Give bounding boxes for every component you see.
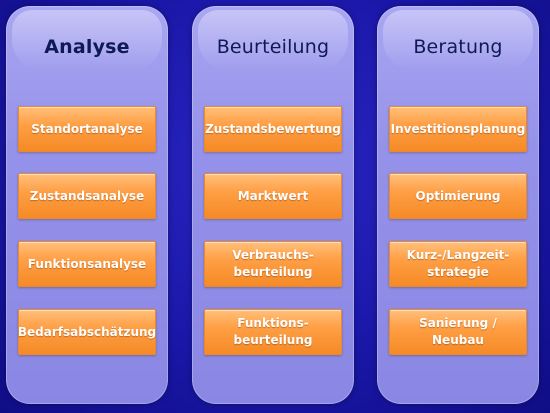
item-optimierung: Optimierung (389, 173, 527, 219)
item-bedarfsabschaetzung: Bedarfsabschätzung (18, 309, 156, 355)
item-funktionsbeurteilung: Funktions- beurteilung (204, 309, 342, 355)
item-sanierung-neubau: Sanierung / Neubau (389, 309, 527, 355)
column-title: Beratung (413, 36, 503, 58)
column-analyse: Analyse Standortanalyse Zustandsanalyse … (6, 6, 168, 404)
column-beurteilung: Beurteilung Zustandsbewertung Marktwert … (192, 6, 354, 404)
item-standortanalyse: Standortanalyse (18, 106, 156, 152)
column-beratung: Beratung Investitionsplanung Optimierung… (377, 6, 539, 404)
item-marktwert: Marktwert (204, 173, 342, 219)
item-verbrauchsbeurteilung: Verbrauchs- beurteilung (204, 241, 342, 287)
column-title: Beurteilung (216, 36, 330, 58)
item-funktionsanalyse: Funktionsanalyse (18, 241, 156, 287)
item-investitionsplanung: Investitionsplanung (389, 106, 527, 152)
item-kurz-langzeitstrategie: Kurz-/Langzeit- strategie (389, 241, 527, 287)
item-zustandsbewertung: Zustandsbewertung (204, 106, 342, 152)
item-zustandsanalyse: Zustandsanalyse (18, 173, 156, 219)
column-title: Analyse (44, 36, 130, 58)
